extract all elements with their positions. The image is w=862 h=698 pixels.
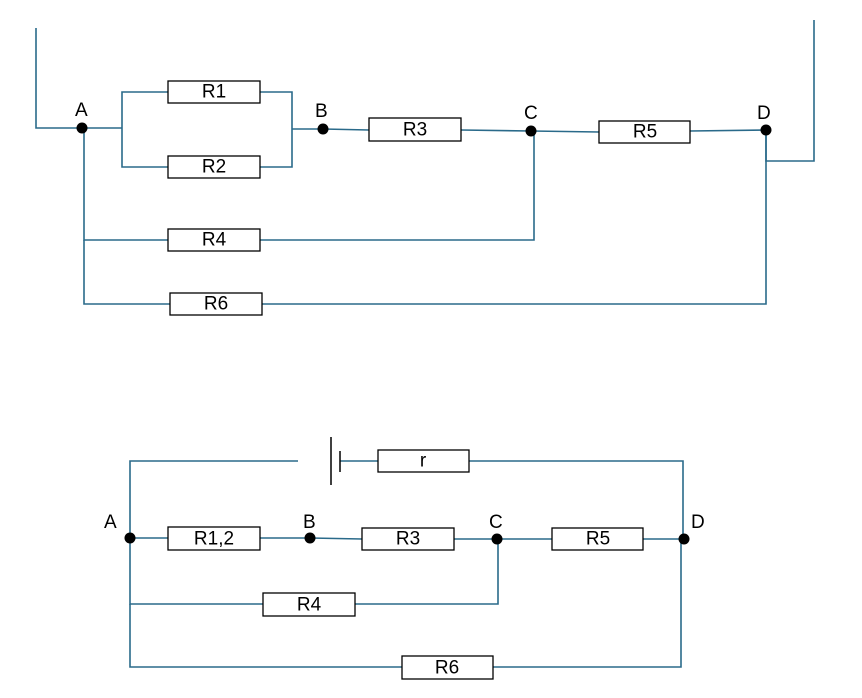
- wire-c-to-r5: [530, 130, 600, 133]
- resistor-r3-c2-label: R3: [396, 529, 420, 550]
- node-c-label: C: [524, 103, 538, 124]
- node-b-label: B: [315, 101, 328, 122]
- wire-r6-to-d: [493, 539, 682, 668]
- resistor-r5-c2-label: R5: [586, 529, 610, 550]
- node-c-dot: [525, 125, 537, 137]
- battery-symbol: [330, 437, 341, 485]
- internal-resistor-r-label: r: [420, 451, 427, 472]
- node-b-dot: [317, 123, 329, 135]
- wire-b-to-r3: [309, 537, 363, 540]
- node-a-label-c2: A: [104, 512, 117, 533]
- wire-a-to-r4: [83, 128, 168, 241]
- resistor-r12-label: R1,2: [194, 529, 234, 550]
- wire-b-to-r3: [322, 128, 370, 131]
- node-a-label: A: [75, 100, 88, 121]
- wire-r6-to-d: [262, 130, 767, 305]
- resistor-r6-c2-label: R6: [435, 658, 459, 679]
- node-d-dot-c2: [678, 533, 690, 545]
- resistor-r1: R1: [167, 80, 261, 104]
- node-c-dot-c2: [491, 533, 503, 545]
- circuit-2-wires: [129, 460, 684, 668]
- resistor-r1-label: R1: [202, 82, 226, 103]
- resistor-r12: R1,2: [167, 526, 261, 551]
- wire-right-lead: [765, 20, 815, 162]
- wire-a-to-r6: [129, 604, 402, 668]
- resistor-r5-c2: R5: [551, 527, 644, 551]
- resistor-r5-label: R5: [633, 122, 657, 143]
- circuit-1-wires: [35, 20, 815, 305]
- resistor-r4-label: R4: [202, 230, 227, 251]
- resistor-r5: R5: [598, 120, 691, 144]
- wire-r4-to-c: [355, 539, 499, 605]
- internal-resistor-r: r: [377, 449, 470, 473]
- node-a-dot-c2: [124, 532, 136, 544]
- resistor-r6: R6: [169, 292, 263, 316]
- resistor-r2-label: R2: [202, 157, 226, 178]
- resistor-r4-c2-label: R4: [297, 595, 322, 616]
- node-d-dot: [760, 124, 772, 136]
- node-c-label-c2: C: [489, 512, 503, 533]
- resistor-r4-c2: R4: [262, 592, 356, 617]
- circuit-2: r R1,2 R3 R5 R4 R6 A B C D: [104, 437, 705, 680]
- node-b-dot-c2: [304, 532, 316, 544]
- wire-a-to-battery: [129, 460, 298, 538]
- wire-a-to-r6: [83, 240, 170, 305]
- wire-r3-to-c: [460, 129, 532, 132]
- resistor-r3-label: R3: [403, 120, 427, 141]
- node-d-label: D: [757, 103, 771, 124]
- resistor-r6-label: R6: [204, 294, 228, 315]
- node-a-dot: [76, 122, 88, 134]
- resistor-r3-c2: R3: [361, 527, 455, 551]
- resistor-r3: R3: [368, 117, 462, 142]
- node-d-label-c2: D: [691, 512, 705, 533]
- wire-r5-to-d: [689, 129, 767, 132]
- wire-r-to-d: [469, 460, 684, 539]
- wire-r1r2-right: [260, 91, 293, 168]
- resistor-r2: R2: [167, 155, 261, 179]
- resistor-r6-c2: R6: [401, 655, 494, 680]
- resistor-r4: R4: [167, 228, 261, 252]
- circuit-1: R1 R2 R3 R5 R4 R6 A B C D: [35, 20, 815, 316]
- node-b-label-c2: B: [303, 512, 316, 533]
- wire-left-lead: [35, 28, 82, 129]
- wire-r1r2-left: [121, 91, 168, 168]
- wire-r4-to-c: [260, 131, 535, 241]
